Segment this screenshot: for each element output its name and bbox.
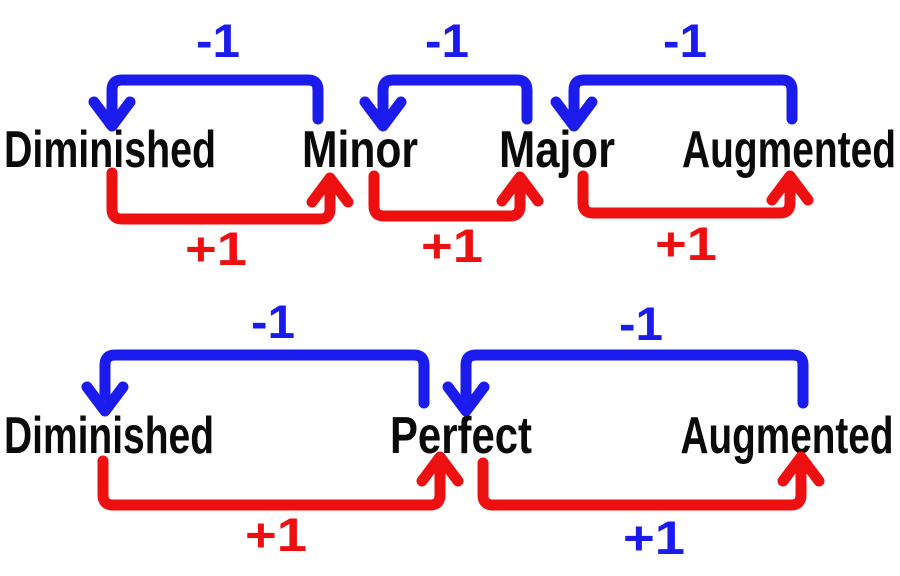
increase-label: +1 — [655, 217, 717, 270]
decrease-label: -1 — [425, 14, 469, 67]
bracket-line — [377, 74, 533, 125]
decrease-arrow-major-to-minor: -1 — [359, 14, 533, 132]
arrowhead-down-icon — [359, 96, 407, 132]
bracket-line — [106, 74, 324, 125]
bracket-line — [577, 170, 796, 219]
arrowhead-down-icon — [88, 96, 136, 132]
decrease-arrow-augmented-to-perfect: -1 — [442, 297, 809, 417]
increase-label: +1 — [185, 222, 247, 275]
increase-arrow-minor-to-major: +1 — [368, 170, 544, 272]
arrowhead-down-icon — [442, 381, 490, 417]
term-diminished: Diminished — [4, 407, 214, 465]
arrowhead-down-icon — [550, 96, 598, 132]
decrease-label: -1 — [196, 14, 240, 67]
term-major: Major — [499, 121, 615, 179]
decrease-label: -1 — [251, 295, 295, 348]
bracket-line — [368, 170, 526, 222]
bracket-line — [477, 457, 807, 511]
bracket-line — [568, 74, 798, 125]
increase-arrow-diminished-to-perfect: +1 — [97, 451, 464, 561]
bracket-line — [460, 349, 809, 409]
term-augmented: Augmented — [682, 121, 896, 179]
increase-arrow-diminished-to-minor: +1 — [106, 167, 354, 275]
arrowhead-up-icon — [766, 170, 814, 206]
increase-arrow-major-to-augmented: +1 — [577, 170, 814, 270]
decrease-label: -1 — [663, 14, 707, 67]
increase-label: +1 — [245, 508, 307, 561]
decrease-label: -1 — [619, 297, 663, 350]
arrowhead-up-icon — [416, 451, 464, 487]
bracket-line — [97, 455, 446, 511]
arrowhead-up-icon — [777, 451, 825, 487]
increase-label: +1 — [421, 219, 483, 272]
arrowhead-up-icon — [496, 171, 544, 207]
bracket-line — [99, 349, 430, 409]
term-perfect: Perfect — [390, 407, 532, 465]
bracket-line — [106, 167, 336, 225]
term-augmented: Augmented — [681, 407, 894, 465]
term-minor: Minor — [302, 121, 418, 179]
increase-label: +1 — [623, 511, 685, 564]
decrease-arrow-minor-to-diminished: -1 — [88, 14, 324, 132]
decrease-arrow-augmented-to-major: -1 — [550, 14, 798, 132]
decrease-arrow-perfect-to-diminished: -1 — [81, 295, 430, 417]
arrowhead-down-icon — [81, 381, 129, 417]
arrowhead-up-icon — [306, 172, 354, 208]
increase-arrow-perfect-to-augmented: +1 — [477, 451, 825, 564]
